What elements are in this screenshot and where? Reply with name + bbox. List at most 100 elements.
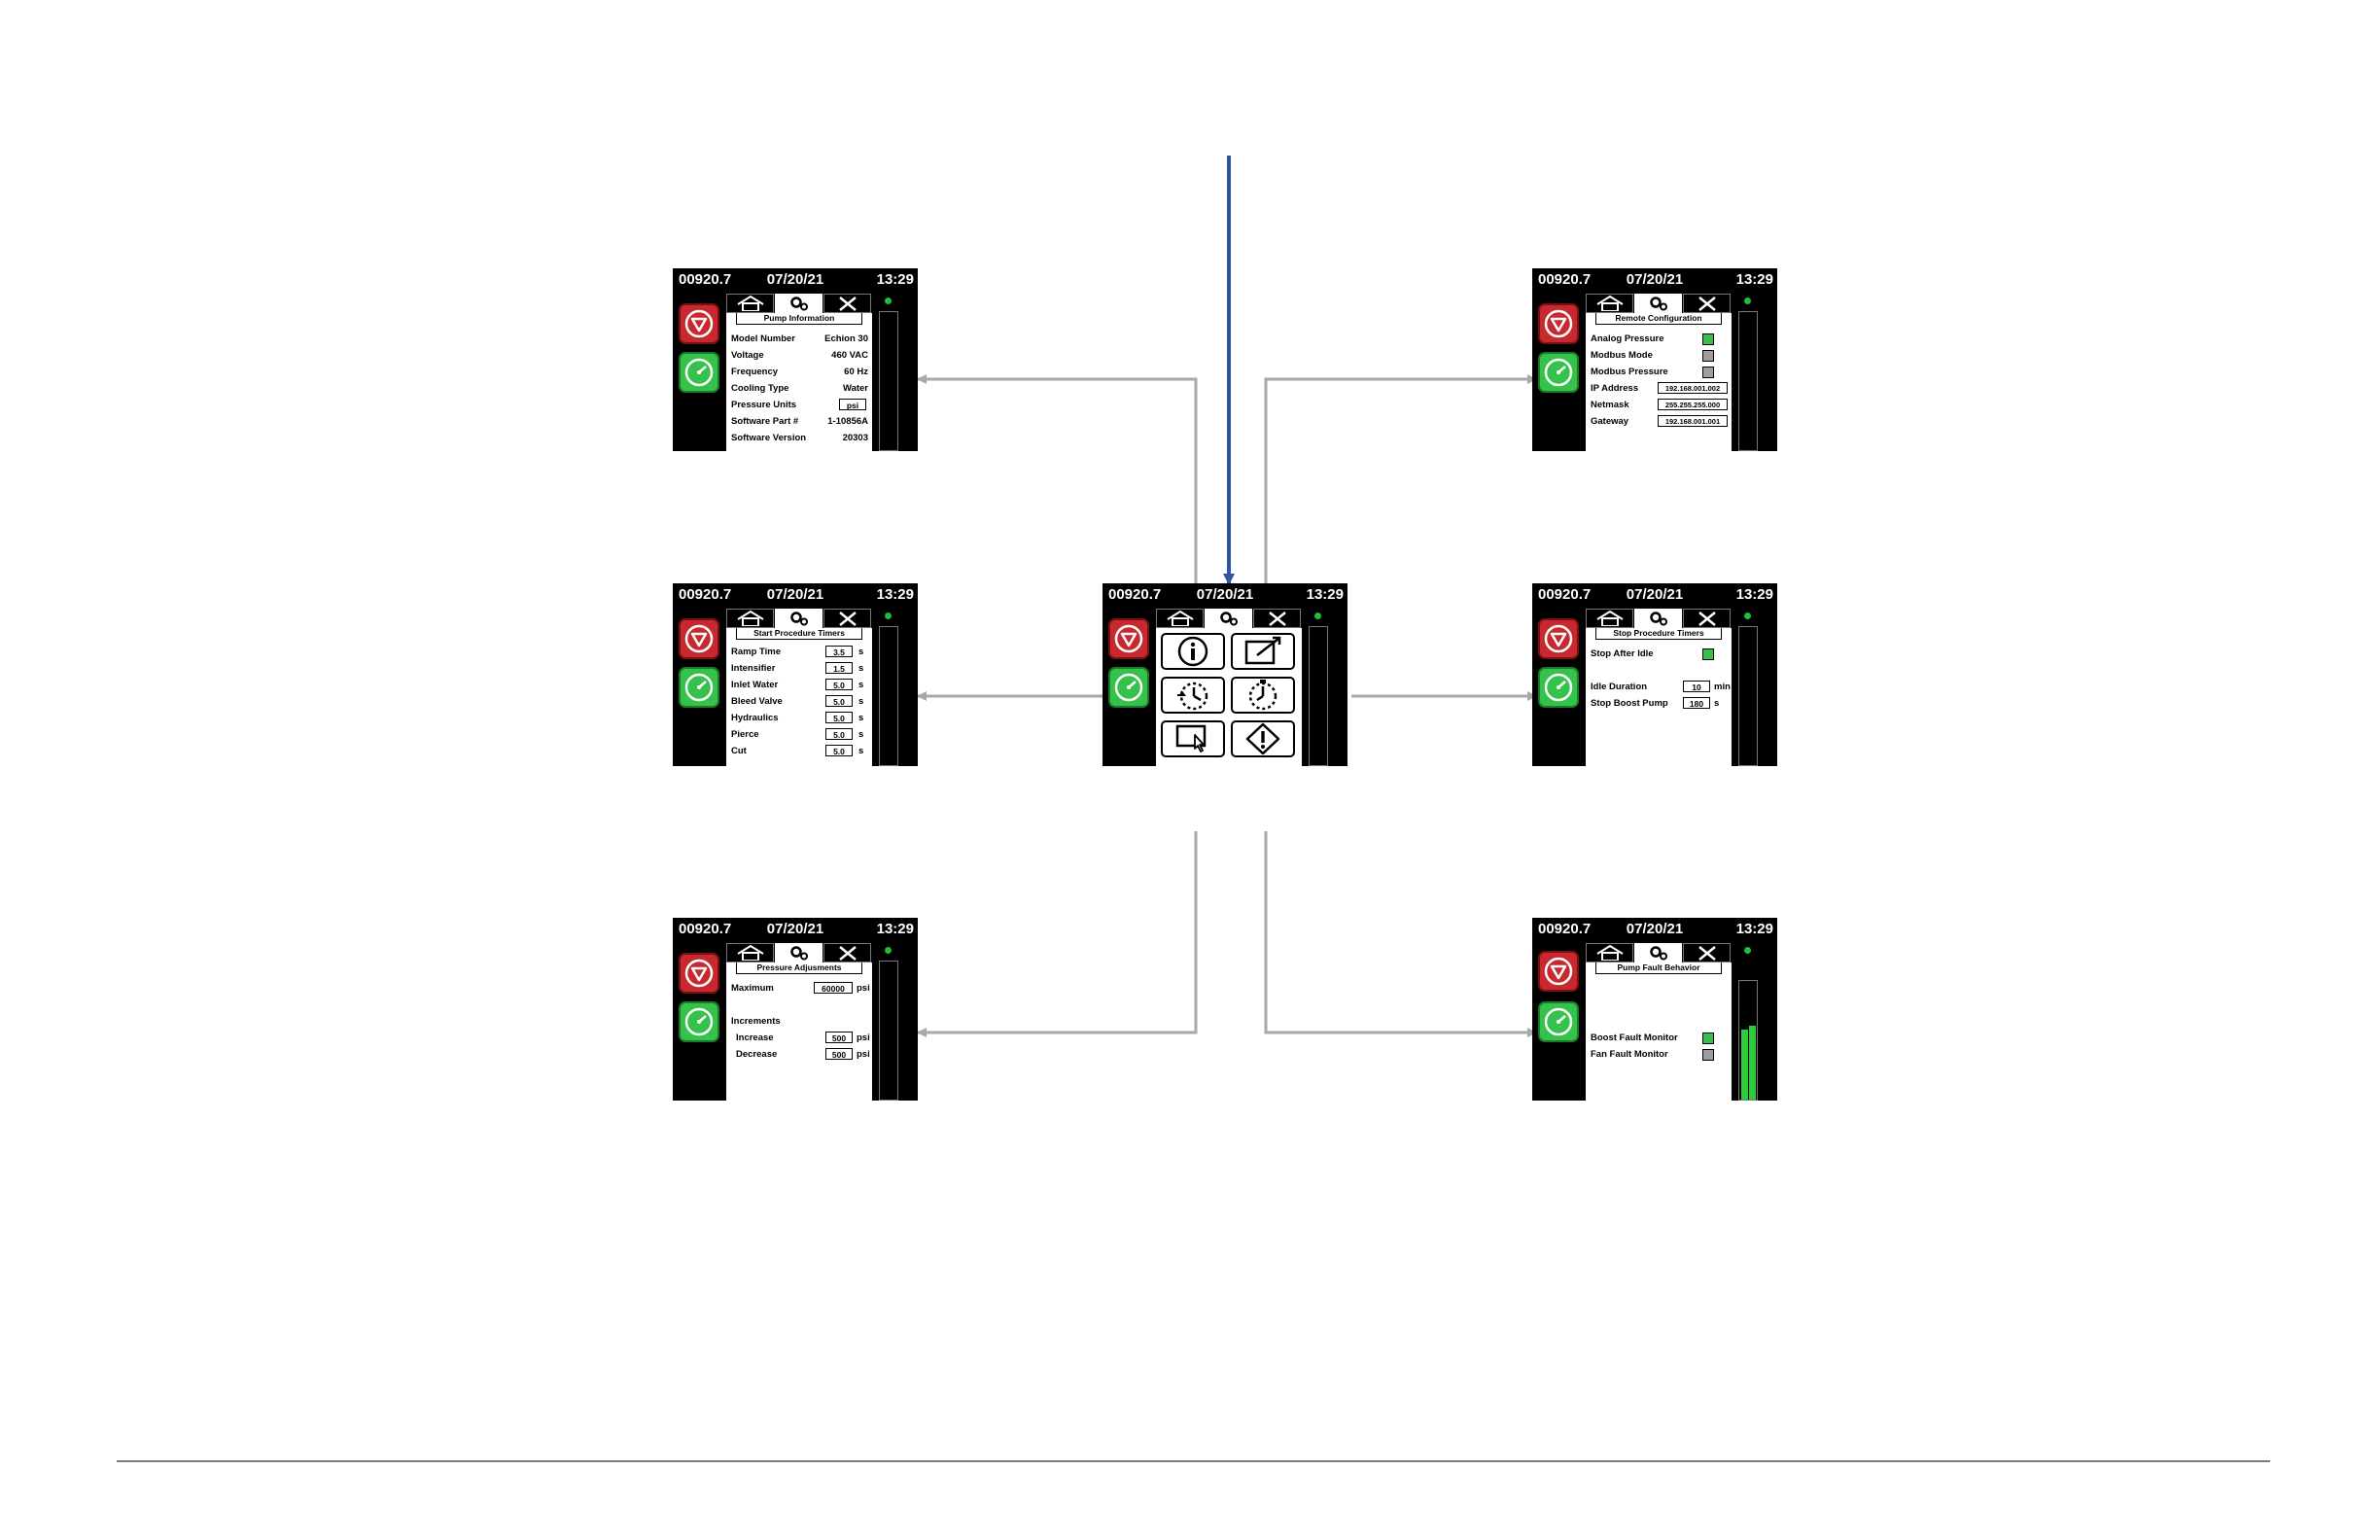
panel-title: Pressure Adjusments	[736, 962, 862, 974]
tab-home[interactable]	[1586, 943, 1633, 962]
tab-bar	[1586, 943, 1732, 962]
idle-duration-input[interactable]: 10	[1683, 681, 1710, 692]
cut-input[interactable]: 5.0	[825, 745, 853, 756]
status-sidebar	[876, 609, 915, 766]
stop-timers-panel: Stop Procedure Timers Stop After Idle Id…	[1586, 628, 1732, 766]
tab-home[interactable]	[726, 294, 774, 313]
inlet-water-input[interactable]: 5.0	[825, 679, 853, 690]
tools-icon	[838, 612, 857, 626]
tab-settings[interactable]	[775, 943, 822, 962]
tab-home[interactable]	[1156, 609, 1204, 628]
tab-maintenance[interactable]	[823, 943, 871, 962]
status-sidebar	[1735, 609, 1774, 766]
stop-icon	[684, 624, 714, 653]
menu-button-remote-config[interactable]	[1231, 633, 1295, 670]
decrease-input[interactable]: 500	[825, 1048, 853, 1060]
stop-button[interactable]	[1538, 951, 1579, 992]
start-button[interactable]	[679, 667, 719, 708]
pressure-units-select[interactable]: psi	[839, 399, 866, 410]
tab-home[interactable]	[1586, 294, 1633, 313]
row-modbus-mode: Modbus Mode	[1591, 349, 1728, 363]
tab-maintenance[interactable]	[1683, 943, 1731, 962]
stop-icon	[1544, 309, 1573, 338]
panel-title: Stop Procedure Timers	[1595, 628, 1722, 640]
tab-home[interactable]	[726, 943, 774, 962]
connector-to-pressure-adj	[917, 831, 1198, 1037]
stop-button[interactable]	[1108, 618, 1149, 659]
menu-button-pump-info[interactable]	[1161, 633, 1225, 670]
menu-button-start-timers[interactable]	[1161, 677, 1225, 714]
bleed-valve-input[interactable]: 5.0	[825, 695, 853, 707]
status-bar: 00920.7 07/20/21 13:29	[673, 268, 918, 292]
start-button[interactable]	[1538, 352, 1579, 393]
increase-input[interactable]: 500	[825, 1032, 853, 1043]
status-time: 13:29	[1735, 271, 1773, 288]
start-button[interactable]	[1538, 667, 1579, 708]
stop-boost-pump-input[interactable]: 180	[1683, 697, 1710, 709]
tab-home[interactable]	[1586, 609, 1633, 628]
ramp-time-input[interactable]: 3.5	[825, 646, 853, 657]
status-date: 07/20/21	[766, 921, 824, 937]
menu-button-fault-behavior[interactable]	[1231, 720, 1295, 757]
panel-title: Remote Configuration	[1595, 313, 1722, 325]
stop-button[interactable]	[679, 303, 719, 344]
tab-settings[interactable]	[1634, 943, 1682, 962]
stop-button[interactable]	[679, 618, 719, 659]
gateway-field[interactable]: 192.168.001.001	[1658, 415, 1728, 427]
tab-maintenance[interactable]	[823, 294, 871, 313]
stop-button[interactable]	[679, 953, 719, 994]
level-gauge	[1738, 311, 1758, 451]
start-button[interactable]	[1538, 1001, 1579, 1042]
analog-pressure-checkbox[interactable]	[1702, 333, 1714, 345]
fan-fault-monitor-checkbox[interactable]	[1702, 1049, 1714, 1061]
tab-maintenance[interactable]	[823, 609, 871, 628]
stop-button[interactable]	[1538, 618, 1579, 659]
menu-button-stop-timers[interactable]	[1231, 677, 1295, 714]
menu-button-pressure-adjust[interactable]	[1161, 720, 1225, 757]
screen-settings-menu: 00920.7 07/20/21 13:29	[1102, 583, 1348, 766]
level-gauge	[1738, 980, 1758, 1101]
tab-maintenance[interactable]	[1683, 294, 1731, 313]
tab-settings[interactable]	[1634, 609, 1682, 628]
row-fan-fault-monitor: Fan Fault Monitor	[1591, 1048, 1728, 1062]
boost-fault-monitor-checkbox[interactable]	[1702, 1032, 1714, 1044]
status-sidebar	[1306, 609, 1345, 766]
start-button[interactable]	[679, 1001, 719, 1042]
modbus-pressure-checkbox[interactable]	[1702, 367, 1714, 378]
maximum-pressure-input[interactable]: 60000	[814, 982, 853, 994]
fault-behavior-panel: Pump Fault Behavior Boost Fault Monitor …	[1586, 962, 1732, 1101]
tab-settings[interactable]	[775, 294, 822, 313]
ip-address-field[interactable]: 192.168.001.002	[1658, 382, 1728, 394]
status-sidebar	[876, 294, 915, 451]
tab-settings[interactable]	[775, 609, 822, 628]
start-button[interactable]	[1108, 667, 1149, 708]
tab-settings[interactable]	[1205, 609, 1252, 628]
tab-home[interactable]	[726, 609, 774, 628]
modbus-mode-checkbox[interactable]	[1702, 350, 1714, 362]
tab-maintenance[interactable]	[1253, 609, 1301, 628]
stop-after-idle-checkbox[interactable]	[1702, 648, 1714, 660]
footer-rule	[117, 1460, 2270, 1462]
netmask-field[interactable]: 255.255.255.000	[1658, 399, 1728, 410]
level-gauge	[1738, 626, 1758, 766]
tools-icon	[1698, 946, 1716, 961]
start-timer-icon	[1177, 682, 1208, 711]
tab-maintenance[interactable]	[1683, 609, 1731, 628]
start-button[interactable]	[679, 352, 719, 393]
hydraulics-input[interactable]: 5.0	[825, 712, 853, 723]
screen-pump-fault-behavior: 00920.7 07/20/21 13:29 Pump Fault Behavi…	[1532, 918, 1777, 1101]
stop-button[interactable]	[1538, 303, 1579, 344]
intensifier-input[interactable]: 1.5	[825, 662, 853, 674]
pierce-input[interactable]: 5.0	[825, 728, 853, 740]
home-icon	[1166, 611, 1194, 626]
tab-settings[interactable]	[1634, 294, 1682, 313]
